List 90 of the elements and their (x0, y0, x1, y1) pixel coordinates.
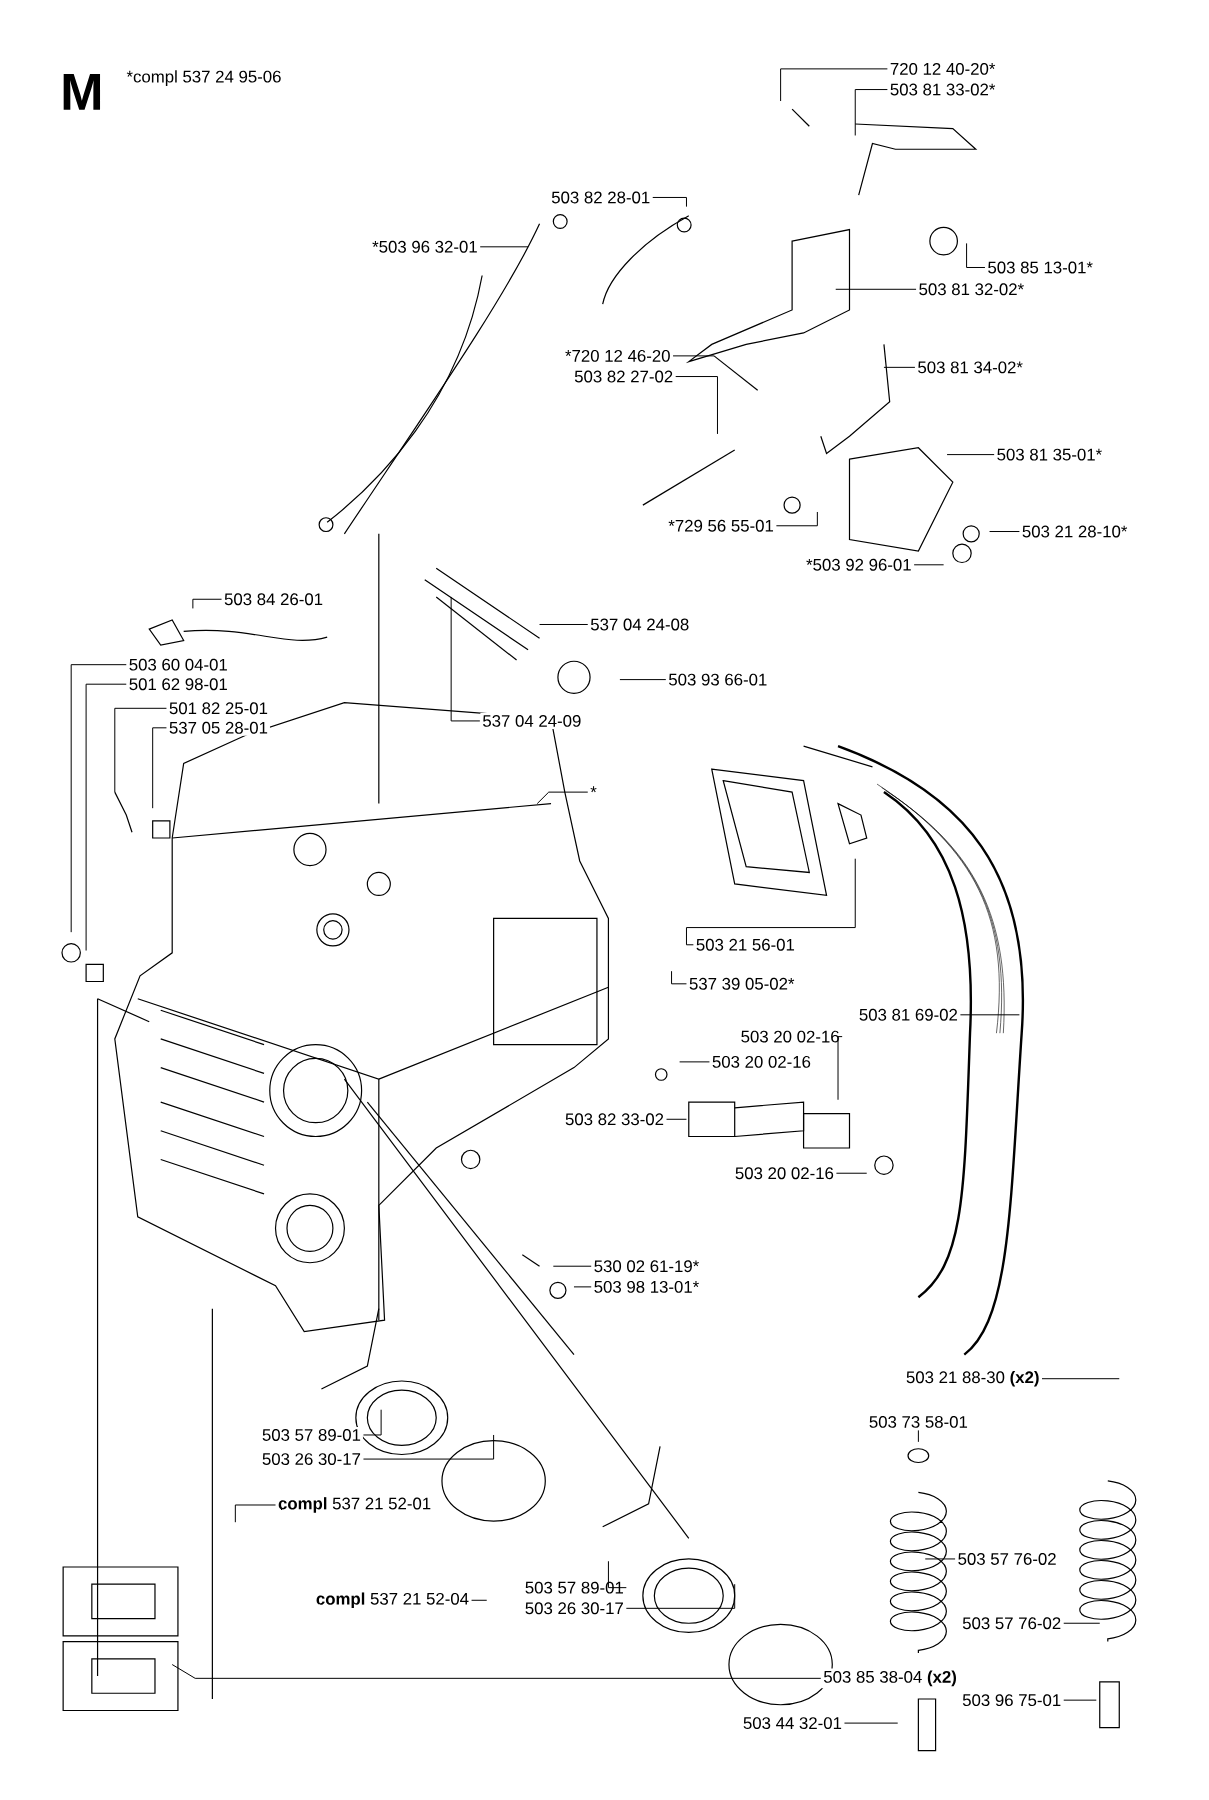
leader-line (917, 1429, 919, 1443)
leader-line (539, 624, 589, 625)
leader-line (1063, 1699, 1097, 1701)
leader-line (960, 1014, 1020, 1016)
part-number: 503 85 38-04 (x2) (821, 1668, 959, 1689)
part-number: 503 93 66-01 (666, 671, 770, 688)
part-number: 503 57 76-02 (955, 1551, 1059, 1567)
part-number: 720 12 40-20* (888, 60, 998, 77)
part-number: 501 82 25-01 (167, 700, 271, 717)
leader-line (836, 1172, 868, 1174)
leader-line (686, 858, 856, 946)
leader-line (775, 511, 818, 527)
leader-line (573, 1286, 592, 1288)
leader-line (679, 1061, 711, 1063)
part-number: *503 96 32-01 (370, 238, 480, 255)
part-number: 530 02 61-19* (591, 1258, 702, 1275)
part-number: 503 57 89-01 (260, 1427, 364, 1443)
part-number: 503 82 33-02 (563, 1111, 667, 1128)
part-number: compl 537 21 52-04 (314, 1590, 472, 1611)
part-number: 503 21 28-10* (1020, 523, 1130, 540)
leader-line (666, 1118, 688, 1120)
leader-line (835, 288, 917, 290)
part-number: 503 20 02-16 (710, 1053, 814, 1070)
leader-line (652, 196, 688, 208)
part-number: 503 81 35-01* (994, 446, 1105, 463)
leader-line (552, 1265, 592, 1267)
leader-line (854, 89, 888, 136)
leader-line (1063, 1622, 1101, 1624)
leader-line (536, 791, 589, 805)
part-number: 503 26 30-17 (260, 1451, 364, 1467)
leader-line (608, 1560, 627, 1589)
part-number: 503 98 13-01* (591, 1278, 702, 1295)
leader-line (234, 1504, 277, 1523)
leader-line (883, 366, 916, 368)
leader-line (913, 564, 945, 566)
leader-line (924, 1558, 956, 1560)
leader-line (114, 707, 168, 793)
leader-line (152, 727, 168, 809)
part-number: 503 60 04-01 (126, 656, 230, 673)
leader-line (837, 1036, 843, 1101)
leader-line (619, 679, 667, 681)
leader-line (192, 598, 223, 609)
leader-line (363, 1409, 382, 1436)
leader-line (672, 355, 715, 357)
part-number: *729 56 55-01 (666, 517, 776, 534)
part-number: 503 82 27-02 (572, 368, 676, 385)
leader-line (85, 683, 127, 951)
part-number: 503 20 02-16 (733, 1165, 836, 1182)
part-number: *720 12 46-20 (563, 347, 673, 364)
part-number: compl 537 21 52-01 (276, 1495, 434, 1515)
leader-line (471, 1599, 488, 1601)
part-number: 537 39 05-02* (687, 975, 797, 992)
leader-line (989, 531, 1020, 532)
leader-line (844, 1722, 899, 1724)
part-number: 503 73 58-01 (866, 1414, 970, 1430)
leader-line (946, 454, 995, 456)
leader-line (450, 596, 481, 722)
part-number: 503 81 33-02* (888, 81, 998, 98)
section-letter: M (63, 73, 101, 110)
part-number: *503 92 96-01 (804, 556, 914, 573)
part-number: 503 81 34-02* (915, 359, 1026, 376)
part-number: * (588, 784, 599, 800)
part-number: 501 62 98-01 (126, 676, 230, 693)
part-number: 503 82 28-01 (549, 189, 653, 206)
part-number: 537 05 28-01 (167, 719, 271, 736)
part-number: 503 21 56-01 (693, 936, 797, 953)
part-number: 503 81 32-02* (916, 281, 1027, 298)
leader-line (479, 246, 529, 248)
leader-line (363, 1434, 495, 1460)
part-number: 503 57 89-01 (522, 1579, 626, 1596)
part-number: 537 04 24-08 (588, 616, 692, 633)
leader-line (671, 970, 688, 985)
leader-line (1041, 1378, 1120, 1380)
part-number: 503 57 76-02 (960, 1615, 1064, 1632)
part-number: 503 81 69-02 (857, 1006, 960, 1023)
part-number: 503 20 02-16 (738, 1028, 842, 1045)
leader-line (171, 1664, 822, 1679)
part-number: 503 84 26-01 (222, 591, 326, 608)
part-number: 503 26 30-17 (522, 1600, 626, 1617)
part-number: 503 44 32-01 (741, 1715, 845, 1732)
leader-line (70, 664, 127, 933)
part-number: 503 85 13-01* (985, 259, 1096, 276)
assembly-number: *compl 537 24 95-06 (126, 70, 281, 86)
part-number: 537 04 24-09 (480, 713, 584, 729)
leader-line (966, 242, 986, 268)
part-number: 503 21 88-30 (x2) (904, 1368, 1042, 1389)
leader-line (625, 1583, 736, 1609)
part-number: 503 96 75-01 (960, 1692, 1064, 1709)
leader-line (675, 376, 719, 435)
leader-line (780, 68, 888, 102)
